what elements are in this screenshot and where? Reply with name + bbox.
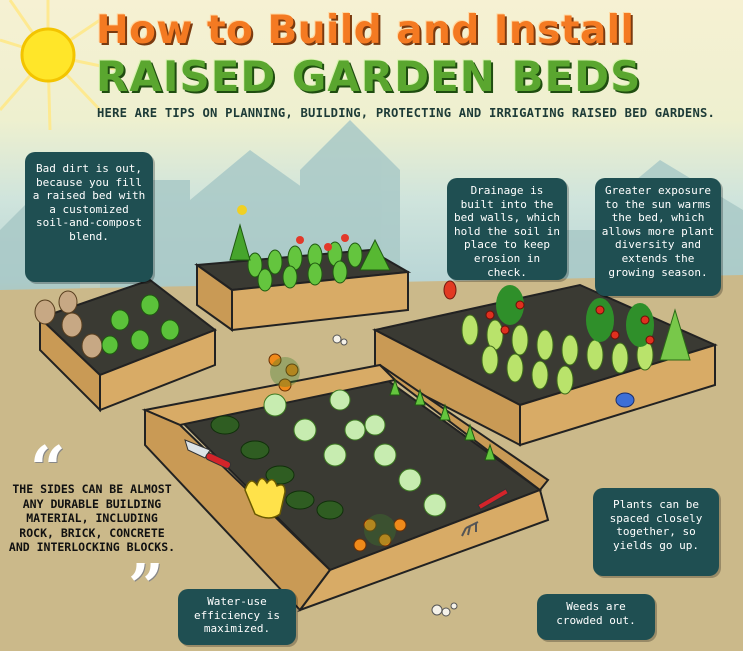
tip-sun-exposure: Greater exposure to the sun warms the be… [595, 178, 721, 296]
title-line-2: RAISED GARDEN BEDS [96, 52, 642, 101]
raised-bed-front [141, 353, 550, 613]
open-quote-mark: “ [30, 432, 66, 505]
tip-bad-dirt: Bad dirt is out, because you fill a rais… [25, 152, 153, 282]
sun-icon [0, 0, 121, 131]
tip-water-efficiency: Water-use efficiency is maximized. [178, 589, 296, 645]
hand-rake-icon [461, 488, 509, 537]
raised-bed-back [194, 205, 412, 332]
tip-weeds: Weeds are crowded out. [537, 594, 655, 640]
tip-spacing: Plants can be spaced closely together, s… [593, 488, 719, 576]
garden-glove-icon [244, 477, 286, 519]
tip-drainage: Drainage is built into the bed walls, wh… [447, 178, 567, 280]
raised-bed-right [372, 280, 718, 447]
raised-bed-left [34, 278, 218, 413]
trowel-icon [184, 439, 232, 469]
title-line-1: How to Build and Install [96, 8, 635, 53]
close-quote-mark: ” [128, 550, 164, 623]
sides-material-quote: THE SIDES CAN BE ALMOST ANY DURABLE BUIL… [8, 482, 176, 555]
subtitle: HERE ARE TIPS ON PLANNING, BUILDING, PRO… [97, 106, 716, 120]
